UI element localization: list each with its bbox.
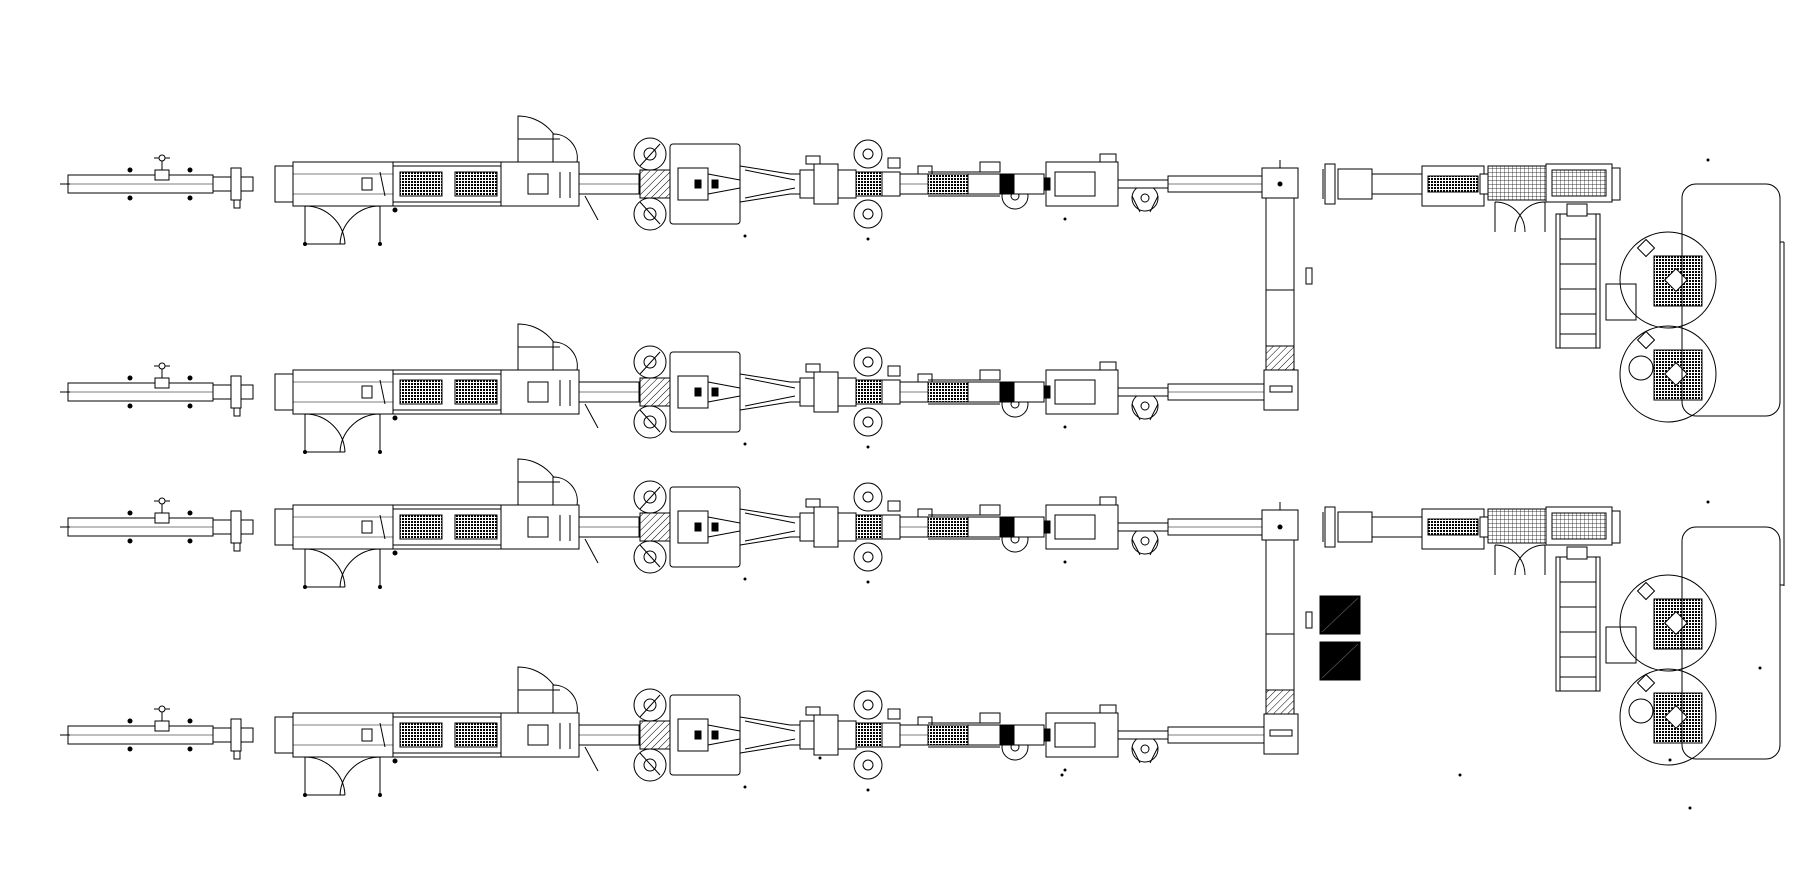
packing-station-upper	[1322, 163, 1785, 423]
production-line-3	[59, 458, 1269, 589]
merge-conveyor-lower	[1261, 502, 1361, 755]
merge-conveyor-upper	[1261, 160, 1313, 411]
production-line-2	[59, 323, 1269, 454]
packing-station-lower	[1322, 506, 1785, 766]
production-line-4	[59, 666, 1269, 797]
production-line-1	[59, 115, 1269, 247]
